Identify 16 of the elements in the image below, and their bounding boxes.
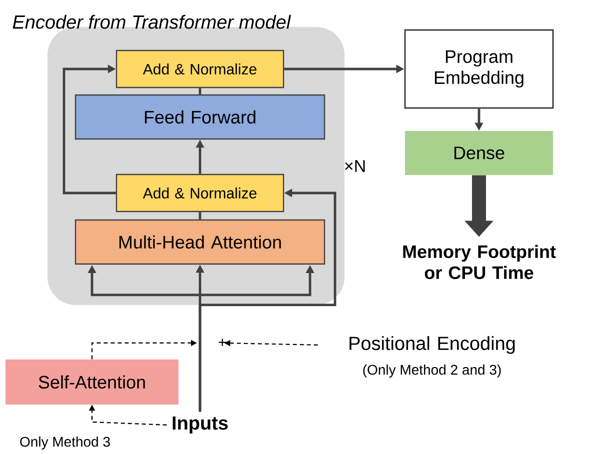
input-text: Positional Encoding <box>350 336 515 354</box>
arrow <box>62 64 116 194</box>
repeat-label: ×N <box>345 160 365 172</box>
process-box: Multi-Head Attention <box>74 219 326 265</box>
process-box: Program Embedding <box>404 29 554 109</box>
process-box: Add & Normalize <box>116 50 284 88</box>
output-text: Memory Footprint or CPU Time <box>403 244 556 280</box>
process-box: Feed Forward <box>74 94 326 140</box>
input-text: Inputs <box>172 416 228 434</box>
node-label: Encoder from Transformer model <box>12 14 291 29</box>
process-box: Self-Attention <box>6 359 178 404</box>
plus-sign: + <box>218 338 226 346</box>
note-text: (Only Method 2 and 3) <box>363 364 501 378</box>
process-box: Dense <box>405 131 553 175</box>
note-text: Only Method 3 <box>20 436 110 450</box>
process-box: Add & Normalize <box>116 174 284 212</box>
